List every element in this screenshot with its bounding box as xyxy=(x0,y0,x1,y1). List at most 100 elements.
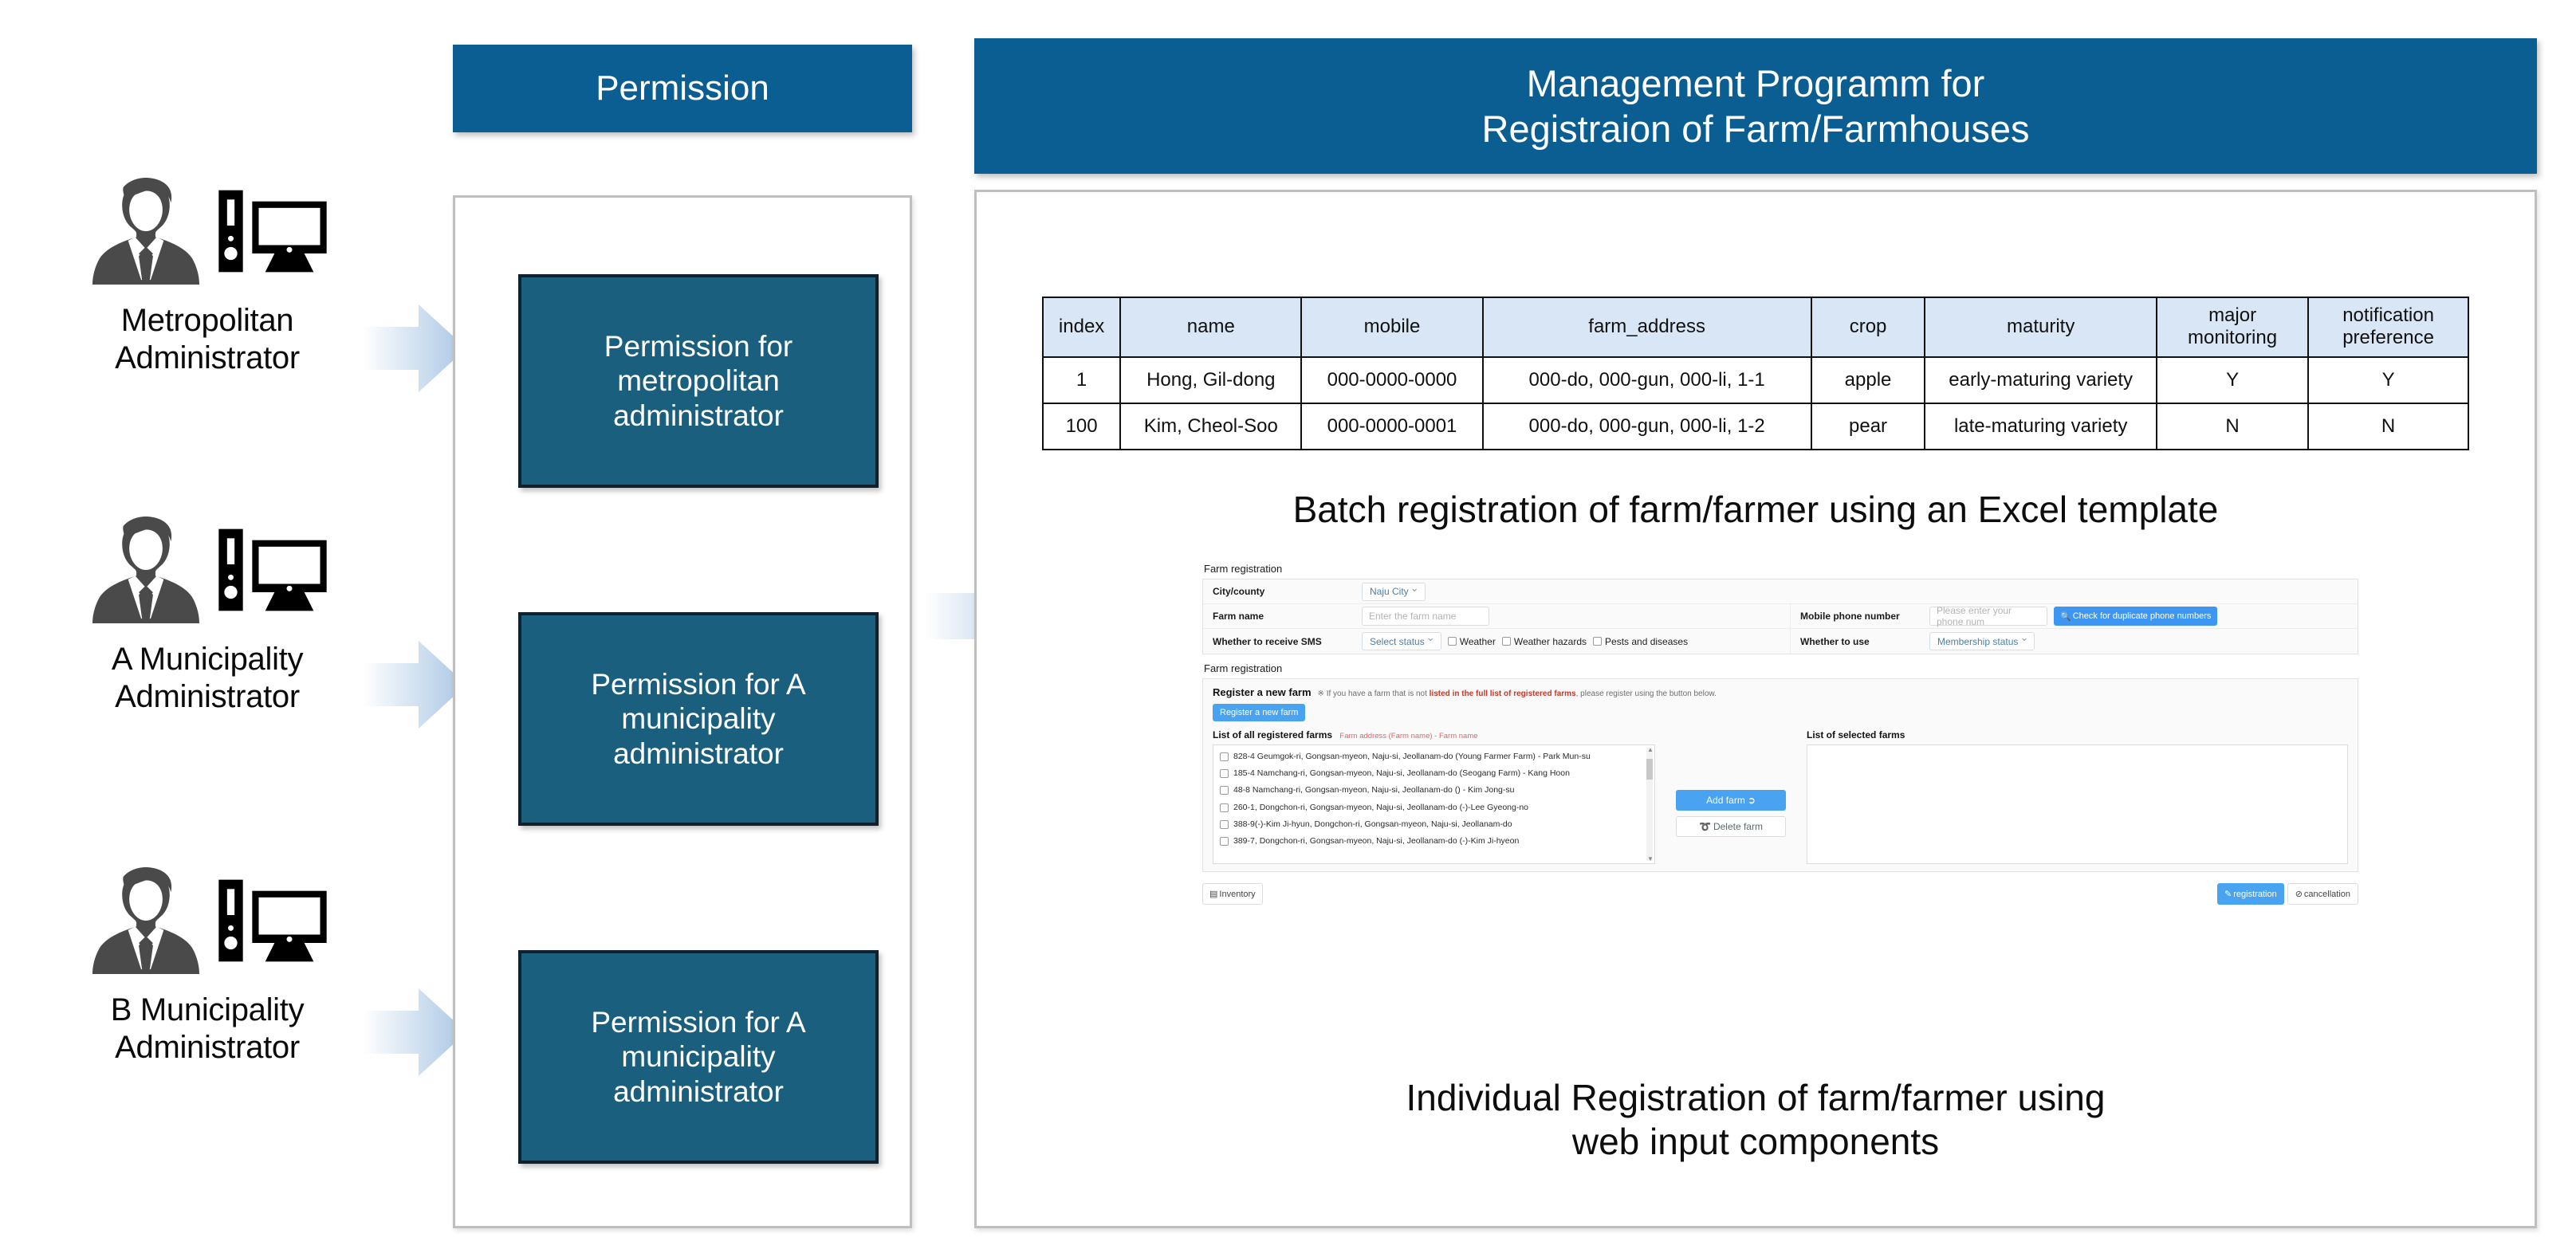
column-header-index: index xyxy=(1041,297,1122,358)
inventory-button[interactable]: ▤ Inventory xyxy=(1202,883,1263,905)
cell-name: Hong, Gil-dong xyxy=(1119,355,1303,404)
cell-mobile: 000-0000-0001 xyxy=(1300,402,1484,450)
add-farm-label: Add farm xyxy=(1706,795,1745,806)
program-title-line1: Management Programm for xyxy=(1526,61,1985,104)
registration-button[interactable]: ✎ registration xyxy=(2217,883,2284,905)
scroll-up-icon[interactable]: ▲ xyxy=(1647,746,1654,753)
checkbox-icon xyxy=(1501,637,1511,646)
checkbox-icon[interactable] xyxy=(1220,836,1229,846)
cell-crop: apple xyxy=(1810,355,1926,404)
cell-notification-preference: Y xyxy=(2307,355,2469,404)
register-new-farm-note: ※ If you have a farm that is not listed … xyxy=(1318,689,1717,698)
list-item[interactable]: 48-8 Namchang-ri, Gongsan-myeon, Naju-si… xyxy=(1220,784,1646,795)
list-icon: ▤ xyxy=(1209,890,1218,899)
register-new-farm-headline: Register a new farm ※ If you have a farm… xyxy=(1213,686,2348,698)
program-panel-header: Management Programm for Registraion of F… xyxy=(974,38,2537,174)
caption-individual-registration: Individual Registration of farm/farmer u… xyxy=(974,1076,2537,1164)
register-new-farm-button[interactable]: Register a new farm xyxy=(1213,704,1306,721)
webapp-section2-title: Farm registration xyxy=(1204,662,1283,674)
column-header-maturity: maturity xyxy=(1924,297,2157,358)
column-header-crop: crop xyxy=(1810,297,1926,358)
list-item[interactable]: 260-1, Dongchon-ri, Gongsan-myeon, Naju-… xyxy=(1220,802,1646,813)
cell-name: Kim, Cheol-Soo xyxy=(1119,402,1303,450)
delete-farm-button[interactable]: ➰ Delete farm xyxy=(1676,816,1786,837)
permission-panel-header: Permission xyxy=(453,45,912,132)
caption-individual-line1: Individual Registration of farm/farmer u… xyxy=(1406,1077,2106,1118)
city-county-select[interactable]: Naju City xyxy=(1362,582,1426,601)
permission-box-b-municipality[interactable]: Permission for A municipality administra… xyxy=(518,950,879,1164)
cell-farm-address: 000-do, 000-gun, 000-li, 1-2 xyxy=(1481,402,1812,450)
checkbox-pests-and-diseases[interactable]: Pests and diseases xyxy=(1593,636,1688,647)
checkbox-weather-hazards[interactable]: Weather hazards xyxy=(1501,636,1587,647)
selected-farms-list[interactable] xyxy=(1807,744,2348,864)
webapp-section1-title: Farm registration xyxy=(1204,563,1283,575)
note-bold: listed in the full list of registered fa… xyxy=(1429,689,1576,698)
checkbox-icon[interactable] xyxy=(1220,803,1229,812)
arrow-left-circle-icon: ➰ xyxy=(1699,821,1711,832)
form-row-city: City/county Naju City xyxy=(1203,579,2358,604)
field-group: Select status Weather Weather hazards Pe… xyxy=(1359,631,1790,650)
scrollbar-thumb[interactable] xyxy=(1646,759,1653,780)
checkbox-icon[interactable] xyxy=(1220,769,1229,779)
all-registered-farms-title: List of all registered farms xyxy=(1213,729,1333,740)
list-item-label: 388-9(-)-Kim Ji-hyun, Dongchon-ri, Gongs… xyxy=(1233,819,1512,829)
registration-label: registration xyxy=(2233,889,2277,899)
actor-icon-group xyxy=(0,510,415,630)
field-group: Enter the farm name xyxy=(1359,607,1790,626)
add-farm-button[interactable]: Add farm ➲ xyxy=(1676,790,1786,811)
mobile-phone-input[interactable]: Please enter your phone num xyxy=(1929,605,2047,627)
list-item-label: 48-8 Namchang-ri, Gongsan-myeon, Naju-si… xyxy=(1233,785,1515,795)
register-new-farm-title: Register a new farm xyxy=(1213,686,1312,698)
checkbox-icon[interactable] xyxy=(1220,752,1229,761)
excel-template-table: index name mobile farm_address crop matu… xyxy=(1041,297,2469,450)
farm-name-input[interactable]: Enter the farm name xyxy=(1362,607,1489,626)
table-row: 1 Hong, Gil-dong 000-0000-0000 000-do, 0… xyxy=(1041,355,2469,404)
cell-crop: pear xyxy=(1810,402,1926,450)
sms-status-select[interactable]: Select status xyxy=(1362,631,1441,650)
form-row-sms-use: Whether to receive SMS Select status Wea… xyxy=(1203,629,2358,654)
administrator-person-icon xyxy=(92,866,200,975)
inventory-label: Inventory xyxy=(1219,889,1256,899)
field-group: Membership status xyxy=(1929,631,2358,650)
checkbox-weather[interactable]: Weather xyxy=(1447,635,1496,647)
ban-icon: ⊘ xyxy=(2295,890,2303,899)
list-item[interactable]: 185-4 Namchang-ri, Gongsan-myeon, Naju-s… xyxy=(1220,768,1646,779)
list-item[interactable]: 389-7, Dongchon-ri, Gongsan-myeon, Naju-… xyxy=(1220,835,1646,847)
checkbox-icon xyxy=(1593,637,1603,646)
delete-farm-label: Delete farm xyxy=(1713,821,1763,832)
all-registered-farms-list[interactable]: 828-4 Geumgok-ri, Gongsan-myeon, Naju-si… xyxy=(1213,744,1655,864)
list-scrollbar[interactable]: ▲ ▼ xyxy=(1646,746,1654,862)
arrow-right-icon xyxy=(363,988,466,1076)
all-registered-farms-subtitle: Farm address (Farm name) - Farm name xyxy=(1339,732,1478,740)
list-item[interactable]: 388-9(-)-Kim Ji-hyun, Dongchon-ri, Gongs… xyxy=(1220,819,1646,830)
checkbox-pests-label: Pests and diseases xyxy=(1605,635,1689,647)
column-header-mobile: mobile xyxy=(1300,297,1484,358)
arrow-right-icon xyxy=(363,304,466,392)
actor-icon-group xyxy=(0,171,415,291)
checkbox-weather-label: Weather xyxy=(1459,635,1496,647)
column-header-farm-address: farm_address xyxy=(1481,297,1812,358)
cancellation-button[interactable]: ⊘ cancellation xyxy=(2287,883,2358,905)
list-item[interactable]: 828-4 Geumgok-ri, Gongsan-myeon, Naju-si… xyxy=(1220,751,1646,762)
all-registered-farms-section: List of all registered farms Farm addres… xyxy=(1213,729,1655,864)
farm-registration-form: City/county Naju City Farm name Enter th… xyxy=(1202,579,2358,654)
field-group: Naju City xyxy=(1359,582,2358,601)
membership-status-select[interactable]: Membership status xyxy=(1929,631,2035,650)
search-icon: 🔍 xyxy=(2060,611,2071,622)
administrator-person-icon xyxy=(92,516,200,624)
checkbox-icon[interactable] xyxy=(1220,786,1229,795)
footer-action-buttons: ✎ registration ⊘ cancellation xyxy=(2217,883,2358,905)
label-city-county: City/county xyxy=(1213,586,1265,597)
cell-maturity: late-maturing variety xyxy=(1924,402,2157,450)
permission-box-metropolitan[interactable]: Permission for metropolitan administrato… xyxy=(518,274,879,488)
cell-index: 1 xyxy=(1041,355,1122,404)
register-new-farm-panel: Register a new farm ※ If you have a farm… xyxy=(1202,678,2358,872)
check-duplicate-phone-button[interactable]: 🔍 Check for duplicate phone numbers xyxy=(2054,607,2218,626)
scroll-down-icon[interactable]: ▼ xyxy=(1647,855,1654,862)
checkbox-icon[interactable] xyxy=(1220,819,1229,829)
cell-major-monitoring: Y xyxy=(2155,355,2310,404)
cell-mobile: 000-0000-0000 xyxy=(1300,355,1484,404)
permission-box-a-municipality[interactable]: Permission for A municipality administra… xyxy=(518,612,879,826)
farm-selection-area: List of all registered farms Farm addres… xyxy=(1213,729,2348,864)
